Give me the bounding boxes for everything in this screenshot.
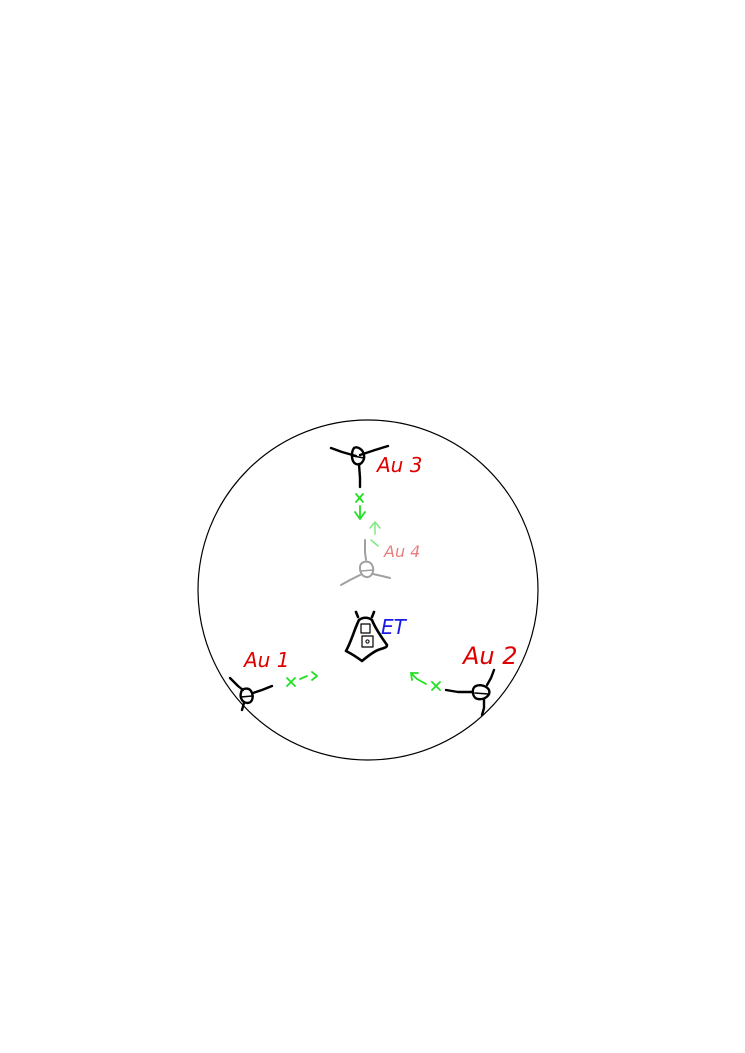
au2-label: Au 2 xyxy=(461,642,518,670)
au2-tripod-icon xyxy=(444,668,496,717)
au1-tripod-icon xyxy=(228,676,274,712)
au3-tripod-icon xyxy=(329,444,390,489)
boundary-circle xyxy=(197,419,539,761)
au4-motion-arrow-icon xyxy=(369,521,381,547)
au4-label: Au 4 xyxy=(383,542,420,561)
au1-label: Au 1 xyxy=(242,648,289,672)
au4-ghost-tripod-icon xyxy=(340,539,391,586)
au3-label: Au 3 xyxy=(375,453,422,477)
au1-to-et-arrow-icon xyxy=(286,671,318,687)
et-label: ET xyxy=(381,615,408,639)
au2-to-et-arrow-icon xyxy=(410,672,441,691)
au3-to-au4-arrow-icon xyxy=(354,493,366,520)
et-device-icon xyxy=(344,610,389,663)
